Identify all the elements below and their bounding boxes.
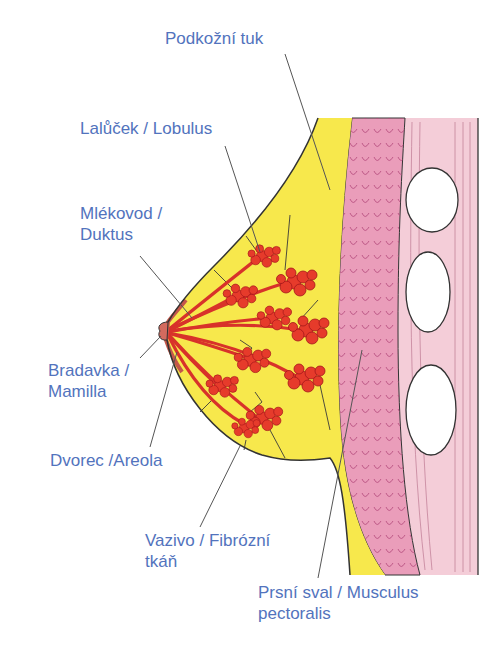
part-label: Dvorec /Areola <box>50 450 162 471</box>
part-label: Vazivo / Fibrózní tkáň <box>145 530 295 573</box>
rib <box>406 168 458 232</box>
lobule <box>206 245 329 438</box>
chest-edge <box>477 118 478 575</box>
fibrous-tissue <box>200 215 330 458</box>
fat-tissue <box>166 118 385 575</box>
part-label: Mlékovod / Duktus <box>80 203 180 246</box>
rib <box>406 365 456 455</box>
part-label: Lalůček / Lobulus <box>80 118 212 139</box>
rib <box>406 252 450 332</box>
part-label: Prsní sval / Musculus pectoralis <box>258 582 458 625</box>
part-label: Podkožní tuk <box>165 28 263 49</box>
part-label: Bradavka / Mamilla <box>48 360 148 403</box>
chest-wall <box>398 118 478 575</box>
skin-outline <box>167 118 350 575</box>
